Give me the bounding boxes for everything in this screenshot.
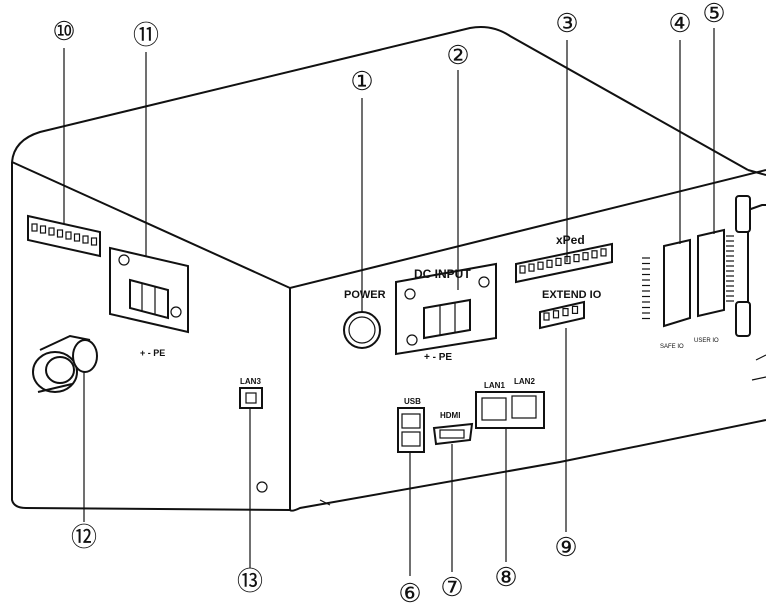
safe-io-label: SAFE IO — [660, 344, 684, 350]
callout-12: ⑫ — [71, 523, 97, 553]
callout-numbers: ① ② ③ ④ ⑤ ⑥ ⑦ ⑧ ⑨ ⑩ ⑪ ⑫ ⑬ — [52, 0, 725, 609]
hdmi-label: HDMI — [440, 411, 460, 420]
terminal-block-10 — [27, 214, 101, 258]
terminal-pin — [571, 305, 579, 314]
terminal-pin — [537, 261, 544, 270]
callout-7: ⑦ — [440, 573, 463, 603]
terminal-pin — [31, 223, 38, 232]
terminal-pin — [39, 225, 47, 234]
terminal-pin — [573, 254, 580, 263]
terminal-pin — [543, 312, 550, 321]
xped-label: xPed — [556, 233, 585, 247]
callout-13: ⑬ — [237, 567, 263, 597]
callout-2: ② — [446, 41, 469, 71]
callout-1: ① — [350, 67, 373, 97]
terminal-pin — [552, 310, 560, 319]
power-button: POWER — [343, 289, 386, 349]
callout-8: ⑧ — [494, 563, 517, 593]
callout-6: ⑥ — [398, 579, 421, 609]
terminal-pin — [82, 235, 89, 244]
circular-connector — [32, 334, 98, 393]
terminal-pin — [73, 233, 81, 242]
terminal-pin — [591, 250, 598, 259]
safe-io-block: SAFE IO — [642, 238, 691, 350]
terminal-pin — [582, 252, 589, 261]
terminal-pin — [48, 227, 55, 236]
dc-input-polarity-label: + - PE — [424, 352, 452, 363]
callout-4: ④ — [668, 9, 691, 39]
enclosure-outline — [11, 26, 766, 512]
dc-output-polarity-label: + - PE — [140, 348, 165, 358]
dc-input-label: DC INPUT — [414, 267, 471, 281]
lan-ports: LAN1 LAN2 — [475, 377, 545, 429]
extend-io-label: EXTEND IO — [542, 289, 602, 301]
callout-9: ⑨ — [554, 533, 577, 563]
dc-output-connector: + - PE — [109, 246, 189, 358]
usb-port: USB — [397, 397, 425, 453]
screw-hole — [256, 481, 268, 493]
hdmi-port: HDMI — [432, 411, 474, 446]
xped-terminal: xPed — [515, 233, 613, 284]
terminal-pin — [56, 229, 64, 238]
lan2-label: LAN2 — [514, 377, 535, 386]
extend-io-terminal: EXTEND IO — [539, 289, 602, 330]
usb-label: USB — [404, 397, 421, 406]
leader-lines — [63, 28, 715, 576]
terminal-pin — [546, 259, 553, 268]
user-io-label: USER IO — [694, 338, 719, 344]
callout-5: ⑤ — [702, 0, 725, 29]
terminal-pin — [90, 237, 98, 246]
lan1-label: LAN1 — [484, 381, 505, 390]
terminal-pin — [65, 231, 72, 240]
user-io-block: USER IO — [694, 228, 734, 344]
power-label: POWER — [344, 289, 386, 301]
callout-10: ⑩ — [52, 17, 75, 47]
terminal-pin — [528, 263, 535, 272]
terminal-pin — [555, 257, 562, 266]
side-handle — [735, 195, 766, 381]
callout-11: ⑪ — [133, 21, 159, 51]
terminal-pin — [519, 265, 526, 274]
callout-3: ③ — [555, 9, 578, 39]
dc-input-connector: DC INPUT + - PE — [395, 262, 497, 363]
terminal-pin — [562, 308, 569, 317]
lan3-port: LAN3 — [239, 377, 263, 409]
terminal-pin — [600, 248, 607, 257]
lan3-label: LAN3 — [240, 377, 261, 386]
